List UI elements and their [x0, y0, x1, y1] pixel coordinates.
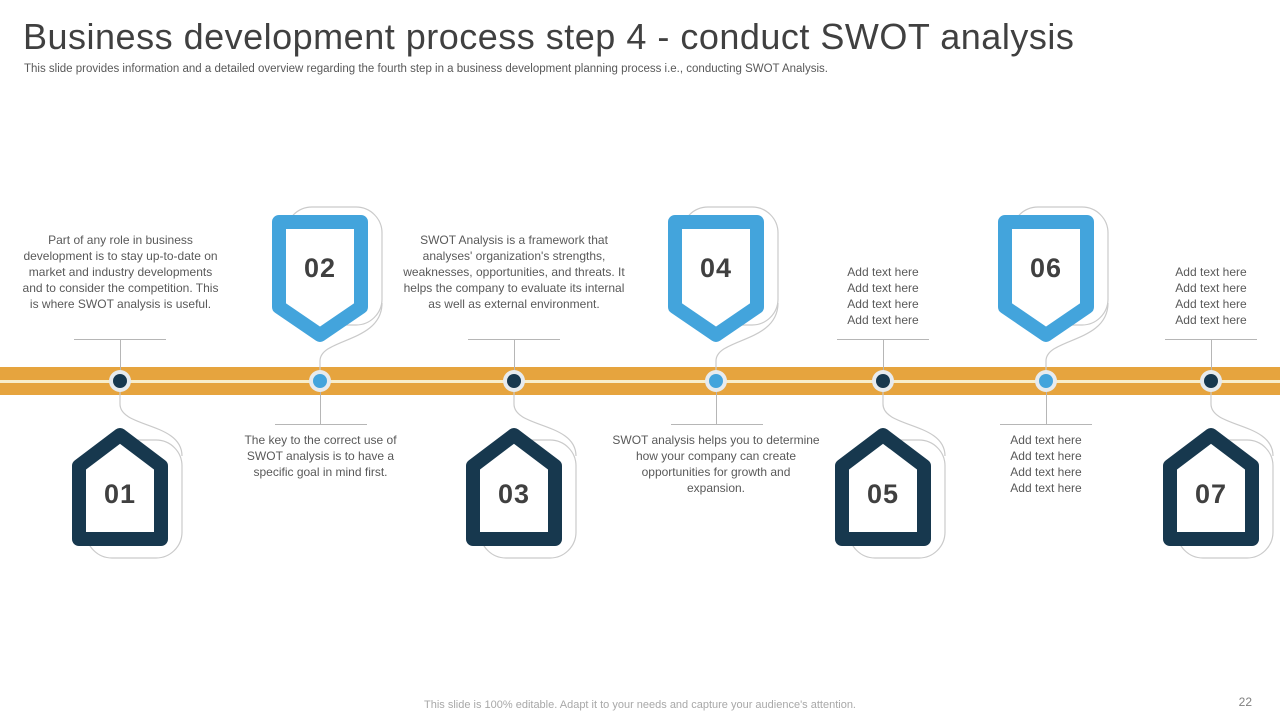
step-number-06: 06 [1029, 253, 1063, 283]
text-placeholder[interactable]: Add text here [1175, 265, 1247, 279]
connector-line [120, 340, 121, 381]
step-description-03: SWOT Analysis is a framework that analys… [403, 233, 625, 311]
timeline-dot-02 [313, 374, 327, 388]
timeline-band [0, 367, 1280, 395]
text-placeholder[interactable]: Add text here [1010, 433, 1082, 447]
step-description-02: The key to the correct use of SWOT analy… [244, 433, 397, 479]
text-placeholder[interactable]: Add text here [1175, 313, 1247, 327]
timeline-dot-03 [507, 374, 521, 388]
step-number-05: 05 [866, 479, 900, 509]
connector-line [1211, 340, 1212, 381]
connector-line [716, 381, 717, 424]
connector-line [883, 340, 884, 381]
connector-line [1165, 339, 1257, 340]
connector-line [1046, 381, 1047, 424]
connector-line [468, 339, 560, 340]
text-placeholder[interactable]: Add text here [1175, 297, 1247, 311]
slide-subtitle: This slide provides information and a de… [24, 63, 828, 75]
step-shape-07 [1163, 384, 1274, 559]
step-description-04: SWOT analysis helps you to determine how… [612, 433, 820, 495]
step-description-01: Part of any role in business development… [22, 233, 219, 311]
timeline-dot-05 [876, 374, 890, 388]
connector-line [671, 424, 763, 425]
text-placeholder[interactable]: Add text here [847, 265, 919, 279]
slide-title: Business development process step 4 - co… [23, 16, 1075, 57]
connector-line [74, 339, 166, 340]
step-shape-02 [272, 206, 383, 377]
step-shape-06 [998, 206, 1109, 377]
step-shape-01 [72, 384, 183, 559]
timeline-dot-01 [113, 374, 127, 388]
connector-line [320, 381, 321, 424]
pentagon-up-icon [72, 428, 168, 546]
text-placeholder[interactable]: Add text here [1010, 481, 1082, 495]
connector-line [1000, 424, 1092, 425]
footer-note: This slide is 100% editable. Adapt it to… [424, 699, 856, 711]
connector-line [837, 339, 929, 340]
step-shape-03 [466, 384, 577, 559]
timeline-band-stripe [0, 380, 1280, 383]
timeline-dot-04 [709, 374, 723, 388]
pentagon-down-icon [272, 215, 368, 342]
step-placeholder-05: Add text here Add text here Add text her… [833, 264, 933, 328]
step-number-04: 04 [699, 253, 733, 283]
step-shape-05 [835, 384, 946, 559]
step-placeholder-07: Add text here Add text here Add text her… [1161, 264, 1261, 328]
connector-line [275, 424, 367, 425]
timeline-dot-06 [1039, 374, 1053, 388]
page-number: 22 [1238, 695, 1252, 709]
pentagon-down-icon [668, 215, 764, 342]
pentagon-up-icon [466, 428, 562, 546]
pentagon-up-icon [835, 428, 931, 546]
step-number-07: 07 [1194, 479, 1228, 509]
text-placeholder[interactable]: Add text here [847, 297, 919, 311]
pentagon-down-icon [998, 215, 1094, 342]
step-placeholder-06: Add text here Add text here Add text her… [996, 432, 1096, 496]
step-number-01: 01 [103, 479, 137, 509]
text-placeholder[interactable]: Add text here [1010, 449, 1082, 463]
step-number-02: 02 [303, 253, 337, 283]
connector-line [514, 340, 515, 381]
text-placeholder[interactable]: Add text here [1175, 281, 1247, 295]
timeline-dot-07 [1204, 374, 1218, 388]
text-placeholder[interactable]: Add text here [847, 313, 919, 327]
pentagon-up-icon [1163, 428, 1259, 546]
step-shape-04 [668, 206, 779, 377]
text-placeholder[interactable]: Add text here [847, 281, 919, 295]
text-placeholder[interactable]: Add text here [1010, 465, 1082, 479]
step-number-03: 03 [497, 479, 531, 509]
